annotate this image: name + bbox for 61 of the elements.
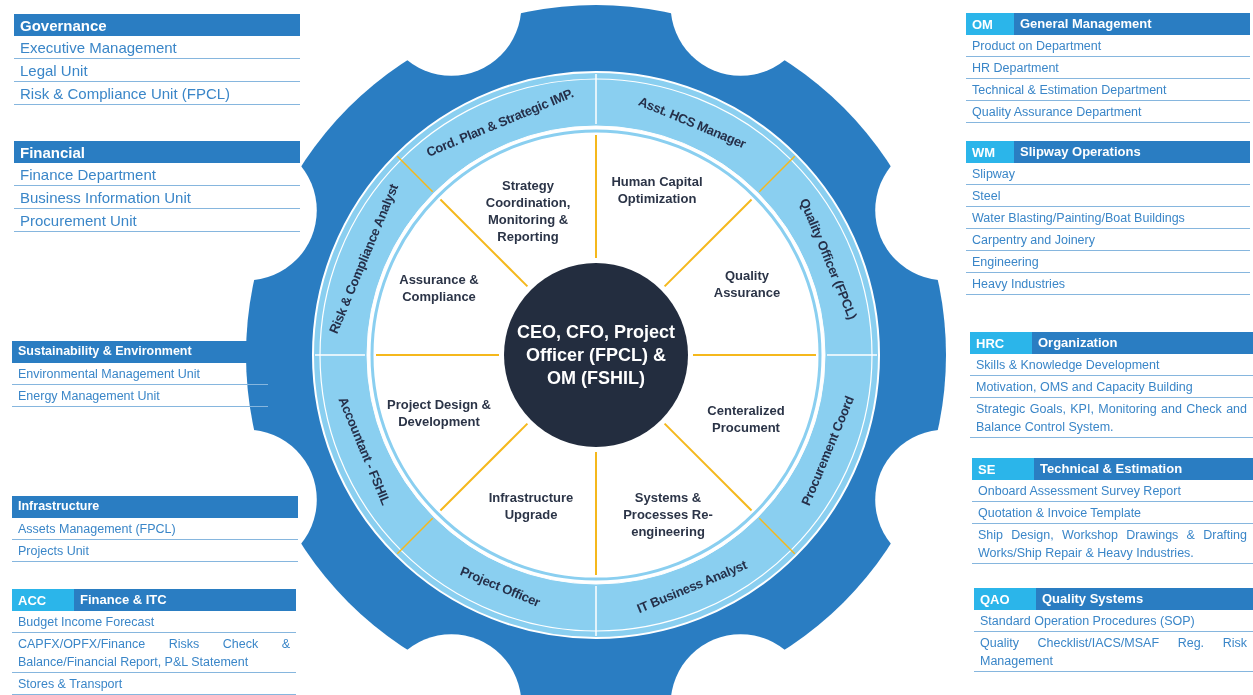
list-item: Budget Income Forecast — [12, 611, 296, 633]
list-item: Steel — [966, 185, 1250, 207]
sector-label: Infrastructure Upgrade — [471, 489, 591, 523]
code-label: HRC — [970, 332, 1032, 354]
panel-heading: General Management — [1014, 13, 1250, 35]
list-item: Engineering — [966, 251, 1250, 273]
list-item: HR Department — [966, 57, 1250, 79]
panel-heading: Financial — [14, 141, 300, 163]
list-item: Environmental Management Unit — [12, 363, 268, 385]
sector-label: Project Design & Development — [374, 396, 504, 430]
list-item: Risk & Compliance Unit (FPCL) — [14, 82, 300, 105]
sector-label: Strategy Coordination, Monitoring & Reporting — [463, 177, 593, 245]
list-item: Technical & Estimation Department — [966, 79, 1250, 101]
panel-header — [970, 332, 1253, 354]
list-item: Quality Assurance Department — [966, 101, 1250, 123]
list-item: Strategic Goals, KPI, Monitoring and Check and Balance Control System. — [970, 398, 1253, 438]
list-item: Procurement Unit — [14, 209, 300, 232]
list-item: Assets Management (FPCL) — [12, 518, 298, 540]
list-item: Quality Checklist/IACS/MSAF Reg. Risk Management — [974, 632, 1253, 672]
list-item: Business Information Unit — [14, 186, 300, 209]
code-label: ACC — [12, 589, 74, 611]
list-item: Onboard Assessment Survey Report — [972, 480, 1253, 502]
code-label: SE — [972, 458, 1034, 480]
list-item: Carpentry and Joinery — [966, 229, 1250, 251]
list-item: Heavy Industries — [966, 273, 1250, 295]
list-item: Stores & Transport — [12, 673, 296, 695]
list-item: Legal Unit — [14, 59, 300, 82]
panel-heading: Slipway Operations — [1014, 141, 1250, 163]
center-title: CEO, CFO, Project Officer (FPCL) & OM (FSHIL) — [516, 320, 676, 390]
sector-label: Assurance & Compliance — [379, 271, 499, 305]
list-item: Projects Unit — [12, 540, 298, 562]
list-item: Energy Management Unit — [12, 385, 268, 407]
panel-heading: Finance & ITC — [74, 589, 296, 611]
panel-header — [12, 589, 296, 611]
sector-label: Quality Assurance — [692, 267, 802, 301]
panel-heading: Governance — [14, 14, 300, 36]
panel-heading: Technical & Estimation — [1034, 458, 1253, 480]
list-item: Water Blasting/Painting/Boat Buildings — [966, 207, 1250, 229]
code-label: OM — [966, 13, 1014, 35]
sector-label: Human Capital Optimization — [602, 173, 712, 207]
sector-label: Centeralized Procument — [686, 402, 806, 436]
panel-header — [966, 141, 1250, 163]
list-item: Executive Management — [14, 36, 300, 59]
list-item: Skills & Knowledge Development — [970, 354, 1253, 376]
list-item: Product on Department — [966, 35, 1250, 57]
code-label: QAO — [974, 588, 1036, 610]
list-item: Ship Design, Workshop Drawings & Drafting Works/Ship Repair & Heavy Industries. — [972, 524, 1253, 564]
panel-header — [972, 458, 1253, 480]
panel-heading: Quality Systems — [1036, 588, 1253, 610]
panel-heading: Infrastructure — [12, 496, 298, 518]
panel-header — [974, 588, 1253, 610]
list-item: Standard Operation Procedures (SOP) — [974, 610, 1253, 632]
panel-header — [966, 13, 1250, 35]
panel-heading: Organization — [1032, 332, 1253, 354]
list-item: Slipway — [966, 163, 1250, 185]
list-item: Finance Department — [14, 163, 300, 186]
code-label: WM — [966, 141, 1014, 163]
sector-label: Systems & Processes Re-engineering — [609, 488, 727, 540]
list-item: Quotation & Invoice Template — [972, 502, 1253, 524]
list-item: CAPFX/OPFX/Finance Risks Check & Balance/Financial Report, P&L Statement — [12, 633, 296, 673]
list-item: Motivation, OMS and Capacity Building — [970, 376, 1253, 398]
